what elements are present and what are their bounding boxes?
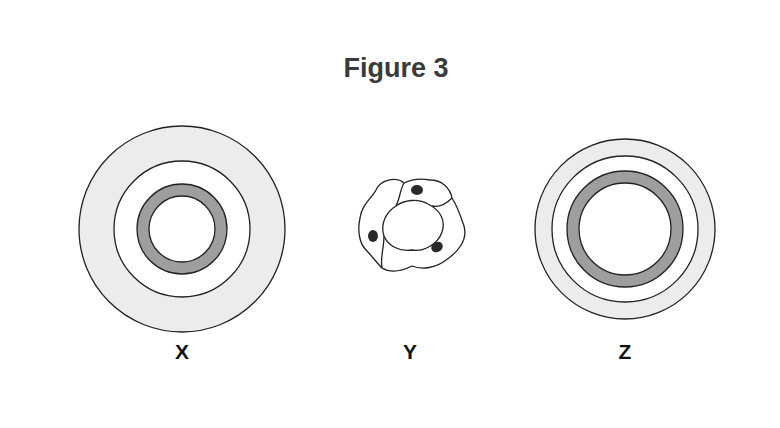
cell-junction xyxy=(396,183,404,206)
cell-junction xyxy=(432,198,452,207)
figure-title: Figure 3 xyxy=(343,53,448,84)
figure-label: X xyxy=(175,340,189,364)
figure-label: Y xyxy=(403,340,417,364)
nucleus xyxy=(429,240,444,255)
cell-junction xyxy=(381,236,384,268)
lumen xyxy=(579,183,671,275)
outer-layer xyxy=(79,126,285,332)
outer-layer xyxy=(535,139,715,319)
outer-wall xyxy=(359,179,465,271)
inner-layer xyxy=(137,184,227,274)
middle-layer xyxy=(552,156,698,302)
capillary xyxy=(359,179,465,271)
nucleus xyxy=(368,230,378,242)
inner-layer xyxy=(567,171,683,287)
lumen xyxy=(149,196,215,262)
figure-label: Z xyxy=(619,340,632,364)
middle-layer xyxy=(114,161,250,297)
nucleus xyxy=(411,185,423,195)
